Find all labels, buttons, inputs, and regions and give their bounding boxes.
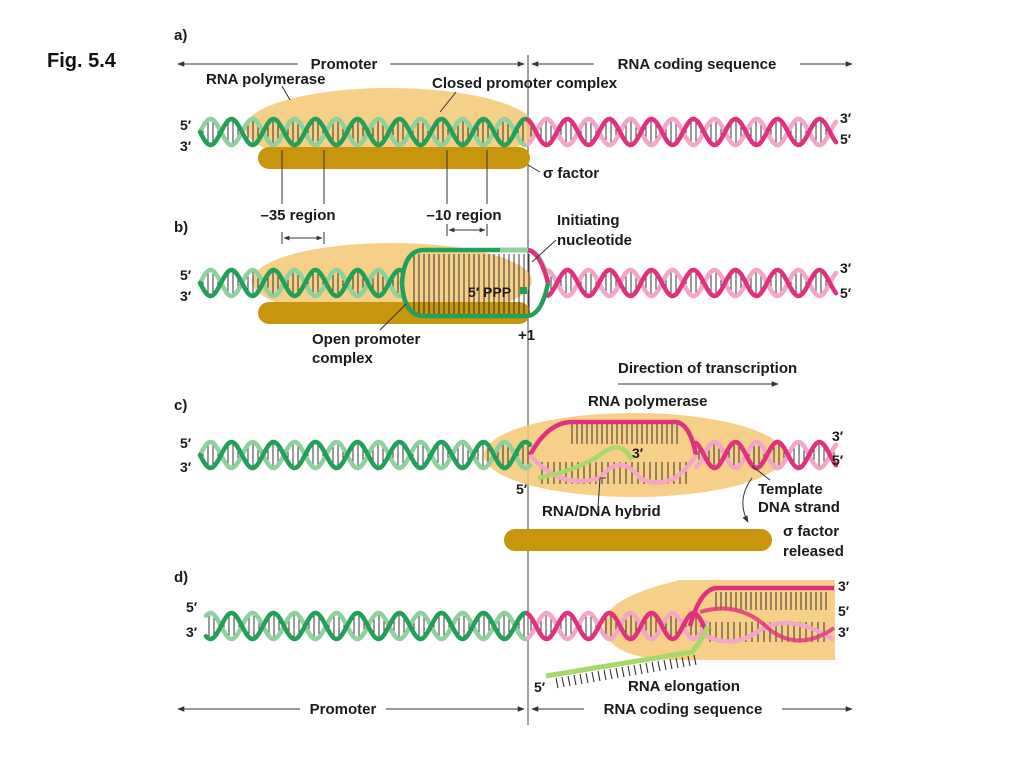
minus10-label: –10 region (426, 207, 501, 224)
end-d-right-top: 3′ (838, 578, 850, 594)
end-a-left-top: 5′ (180, 117, 192, 133)
hybrid-label: RNA/DNA hybrid (542, 503, 661, 520)
end-a-right-bottom: 5′ (840, 131, 852, 147)
five-prime-label-c: 5′ (516, 481, 528, 497)
end-a-left-bottom: 3′ (180, 138, 192, 154)
initiating-label-1: Initiating (557, 212, 620, 229)
end-c-right-top: 3′ (832, 428, 844, 444)
panel-c-letter: c) (174, 397, 187, 414)
panel-d-letter: d) (174, 569, 188, 586)
open-complex-label-2: complex (312, 350, 374, 367)
end-c-right-bottom: 5′ (832, 452, 844, 468)
footer-region-markers: Promoter RNA coding sequence (177, 701, 853, 718)
polymerase-label-a: RNA polymerase (206, 71, 326, 88)
panel-b: b) 5′ PPP Initiating nucleotide Open pro… (174, 212, 852, 367)
elongation-label: RNA elongation (628, 678, 740, 695)
ppp-label: 5′ PPP (468, 284, 511, 300)
end-b-right-bottom: 5′ (840, 285, 852, 301)
initiating-label-2: nucleotide (557, 232, 632, 249)
footer-coding-label: RNA coding sequence (604, 701, 763, 718)
template-label-1: Template (758, 481, 823, 498)
panel-a-letter: a) (174, 27, 187, 44)
sigma-released-label-1: σ factor (783, 523, 839, 540)
dna-helix-d (203, 585, 836, 689)
end-d-left-bottom: 3′ (186, 624, 198, 640)
plus-one-label: +1 (518, 327, 535, 344)
template-label-2: DNA strand (758, 499, 840, 516)
end-c-left-top: 5′ (180, 435, 192, 451)
sigma-factor-released (504, 529, 772, 551)
closed-complex-label: Closed promoter complex (432, 75, 618, 92)
minus35-label: –35 region (260, 207, 335, 224)
sigma-factor-b (258, 302, 530, 324)
header-promoter-label: Promoter (311, 56, 378, 73)
panel-a: a) RNA polymerase Closed promoter comple… (174, 27, 852, 244)
end-a-right-top: 3′ (840, 110, 852, 126)
three-prime-label-c: 3′ (632, 445, 644, 461)
rna-polymerase-d (603, 580, 835, 660)
end-d-right-bottom: 3′ (838, 624, 850, 640)
dna-helix-a (197, 116, 839, 148)
end-b-left-top: 5′ (180, 267, 192, 283)
rna-five-prime-d: 5′ (534, 679, 546, 695)
sigma-factor-a (258, 147, 530, 169)
dna-helix-b (197, 247, 839, 319)
initiating-nucleotide (520, 287, 527, 294)
end-b-left-bottom: 3′ (180, 288, 192, 304)
header-region-markers: Promoter RNA coding sequence (177, 56, 853, 73)
open-complex-label-1: Open promoter (312, 331, 421, 348)
direction-label: Direction of transcription (618, 360, 797, 377)
figure-label: Fig. 5.4 (47, 50, 116, 72)
end-d-right-mid: 5′ (838, 603, 850, 619)
dna-helix-c (197, 419, 839, 485)
panel-d: d) RNA elongation 5′ 5′ 3′ 3′ 5′ 3′ (174, 569, 850, 695)
sigma-label-a: σ factor (543, 165, 599, 182)
sigma-released-label-2: released (783, 543, 844, 560)
footer-promoter-label: Promoter (310, 701, 377, 718)
end-d-left-top: 5′ (186, 599, 198, 615)
panel-b-letter: b) (174, 219, 188, 236)
header-coding-label: RNA coding sequence (618, 56, 777, 73)
end-c-left-bottom: 3′ (180, 459, 192, 475)
polymerase-label-c: RNA polymerase (588, 393, 708, 410)
end-b-right-top: 3′ (840, 260, 852, 276)
panel-c: c) Direction of transcription RNA polyme… (174, 360, 844, 560)
